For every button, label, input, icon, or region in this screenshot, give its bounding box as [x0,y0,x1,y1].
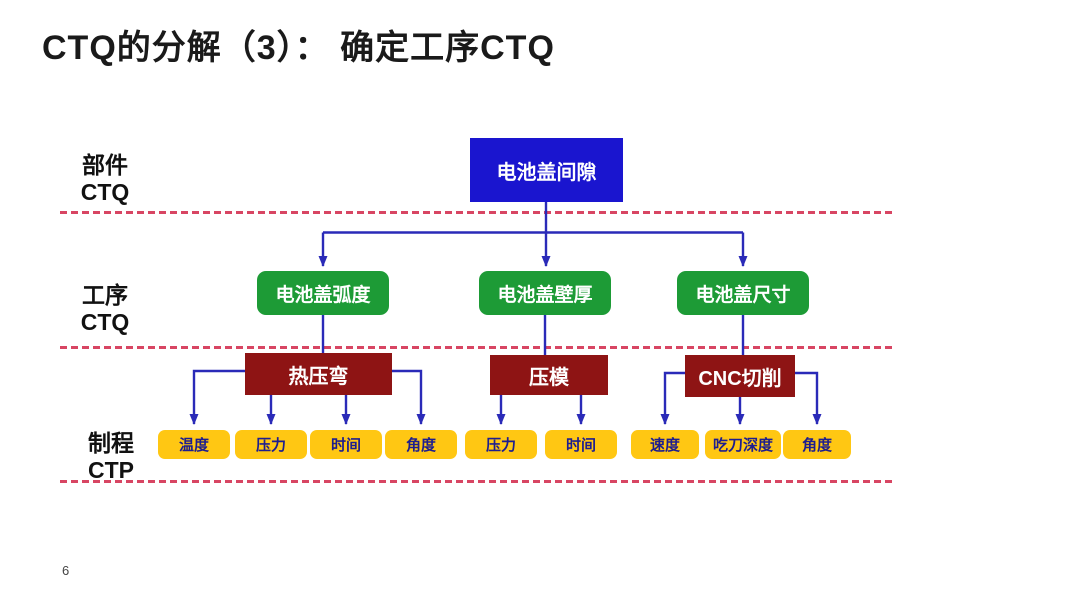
section-divider-2 [60,346,893,349]
ctp-leaf-pressure-2: 压力 [465,430,537,459]
row-label-process-ctq: 工序 CTQ [70,282,140,336]
ctp-leaf-speed: 速度 [631,430,699,459]
row-label-component-ctq: 部件 CTQ [70,152,140,206]
level3-connectors [189,369,822,425]
ctp-leaf-pressure-1: 压力 [235,430,307,459]
row-label-line2: CTQ [80,179,130,206]
row-label-line1: 部件 [82,152,128,178]
ctp-leaf-angle-1: 角度 [385,430,457,459]
ctp-leaf-time-1: 时间 [310,430,382,459]
ctp-leaf-temperature: 温度 [158,430,230,459]
row-label-line2: CTQ [80,309,130,336]
section-divider-1 [60,211,893,214]
page-number: 6 [62,563,70,578]
operation-node-cnc: CNC切削 [685,355,795,397]
process-ctq-node-wall: 电池盖壁厚 [479,271,611,315]
process-ctq-node-arc: 电池盖弧度 [257,271,389,315]
row-label-line2: CTP [88,457,134,484]
process-ctq-node-size: 电池盖尺寸 [677,271,809,315]
level2-connectors [321,315,745,355]
operation-node-hot-press: 热压弯 [245,353,392,395]
row-label-process-ctp: 制程 CTP [76,430,146,484]
section-divider-3 [60,480,893,483]
operation-node-mold: 压模 [490,355,608,395]
row-label-line1: 工序 [82,282,128,308]
ctp-leaf-angle-2: 角度 [783,430,851,459]
slide-title: CTQ的分解（3）： 确定工序CTQ [42,29,555,67]
level1-connectors [318,202,748,267]
row-label-line1: 制程 [88,430,134,456]
component-ctq-node: 电池盖间隙 [470,138,623,202]
ctp-leaf-time-2: 时间 [545,430,617,459]
ctp-leaf-cut-depth: 吃刀深度 [705,430,781,459]
